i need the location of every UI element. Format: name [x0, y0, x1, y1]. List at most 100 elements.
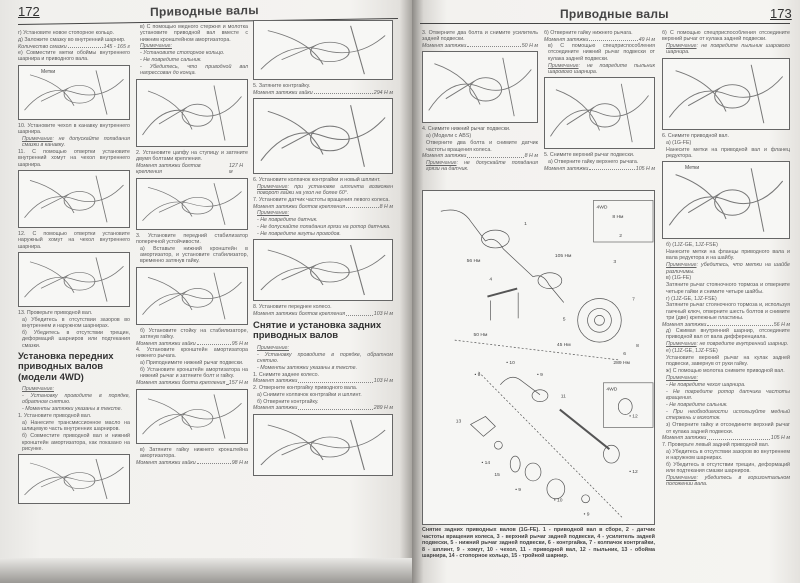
paragraph: б) Установите кронштейн амортизатора на … — [140, 367, 248, 380]
note-text: : не повредите пыльник шарового шарнира. — [548, 62, 655, 75]
paragraph: 12. С помощью отвертки установите наружн… — [18, 230, 130, 250]
exploded-diagram: 1 2 3 4 5 6 7 8 • 9 • 10 • 9 11 • 12 13 … — [422, 190, 655, 525]
page-left: 172 Приводные валы г) Установите новое с… — [0, 0, 412, 583]
note: Примечание: — [18, 386, 130, 392]
inset-label: 4WD — [596, 204, 607, 210]
torque-value: 103 Н м — [373, 378, 393, 385]
note: - Не повредите сальник. — [136, 57, 248, 63]
torque-label: Количество смазки — [18, 43, 67, 50]
torque-value: 105 Н м — [635, 166, 655, 173]
illustration — [253, 413, 393, 476]
note-label: Примечание: — [140, 43, 172, 50]
column: 5. Затяните контргайку.Момент затяжки га… — [253, 18, 393, 563]
note: Примечание: при установке шплинта возмож… — [253, 184, 393, 197]
paragraph: в) С помощью спецприспособления отсоедин… — [548, 43, 655, 62]
diagram-drawing: 1 2 3 4 5 6 7 8 • 9 • 10 • 9 11 • 12 13 … — [440, 200, 654, 519]
diagram-label: • 9 — [475, 372, 481, 378]
note: Примечание: — [253, 210, 393, 216]
note: - При необходимости используйте медный с… — [662, 409, 790, 422]
paragraph: в) С помощью медного стержня и молотка у… — [140, 24, 248, 43]
torque-value: 98 Н м — [231, 459, 248, 466]
paragraph: Затяните рычаг стояночного тормоза и, ис… — [666, 302, 790, 321]
paragraph: Отверните два болта и снимите датчик час… — [426, 140, 538, 153]
diagram-label: 3 — [613, 259, 616, 265]
page-edge-shadow — [0, 558, 412, 583]
paragraph: 4. Установите кронштейн амортизатора ниж… — [136, 347, 248, 360]
paragraph: з) Отверните гайку и отсоедините верхний… — [666, 422, 790, 435]
illustration — [136, 266, 248, 325]
note: Примечание: — [253, 345, 393, 351]
illustration-drawing — [668, 168, 784, 232]
paragraph: 5. Затяните контргайку. — [253, 83, 311, 89]
note-text: : при установке шплинта возможен поворот… — [257, 184, 393, 197]
torque-label: Момент затяжки — [544, 166, 589, 173]
diagram-label: 2 — [619, 233, 622, 239]
illustration — [18, 169, 130, 228]
running-header: Приводные валы — [560, 7, 669, 21]
note: - Убедитесь, что приводной вал напрессов… — [136, 64, 248, 77]
note-text: - Моменты затяжки указаны в тексте. — [257, 364, 358, 371]
note-label: Примечание: — [22, 386, 54, 393]
illustration — [253, 239, 393, 302]
note-text: : убедитесь в горизонтальном положении в… — [666, 475, 790, 488]
leader-dots — [707, 435, 770, 440]
paragraph: 8. Установите переднее колесо. — [253, 304, 332, 311]
note-text: : не повредите пыльник шарового шарнира. — [666, 43, 790, 56]
note-text: : не повредите внутренний шарнир. — [696, 341, 789, 348]
paragraph: д) Заложите смазку во внутренний шарнир. — [18, 36, 126, 43]
torque-label: Момент затяжки — [422, 43, 467, 50]
torque-label: Момент затяжки гайки — [253, 89, 313, 96]
leader-dots — [196, 341, 231, 346]
note-text: - Не повредите сальник. — [666, 402, 728, 409]
paragraph: 2. Отверните контргайку приводного вала. — [253, 384, 358, 391]
paragraph: б) Установите стойку на стабилизаторе, з… — [140, 327, 248, 340]
torque-label: 50 Нм — [474, 332, 488, 338]
diagram-label: • 9 — [584, 512, 590, 518]
leader-dots — [467, 43, 521, 48]
paragraph: а) (Модели с ABS) — [426, 133, 472, 140]
column: г) Установите новое стопорное кольцо.д) … — [18, 30, 130, 560]
paragraph: 6. Снимите приводной вал. — [662, 132, 729, 139]
note: Примечание: — [136, 43, 248, 49]
illustration — [422, 51, 538, 124]
diagram-label: • 12 — [629, 469, 638, 475]
note: Примечание: не допускайте попадания гряз… — [422, 160, 538, 173]
paragraph: а) Отверните гайку верхнего рычага. — [548, 159, 639, 166]
paragraph: а) Приподнимите нижний рычаг подвески. — [140, 360, 244, 367]
torque-label: 56 Нм — [467, 258, 481, 264]
column: б) Отверните гайку нижнего рычага.Момент… — [544, 30, 655, 188]
illustration-drawing — [260, 245, 386, 296]
diagram-label: • 12 — [629, 413, 638, 419]
diagram-label: 13 — [456, 418, 462, 424]
illustration — [253, 20, 393, 80]
note-text: - Не повредите датчик. — [257, 217, 318, 224]
note-label: Примечание: — [257, 344, 289, 351]
illustration — [662, 57, 790, 130]
paragraph: б) Убедитесь в отсутствии трещин, деформ… — [666, 461, 790, 475]
figure-caption: Снятие задних приводных валов (1G-FE). 1… — [422, 527, 655, 560]
note-label: Примечание — [426, 159, 457, 166]
column: в) С помощью медного стержня и молотка у… — [136, 24, 248, 564]
illustration-drawing — [260, 105, 386, 168]
torque-label: 105 Нм — [555, 253, 572, 259]
paragraph: б) Совместите приводной вал и нижний кро… — [22, 433, 130, 452]
paragraph: в) Затяните гайку нижнего кронштейна амо… — [140, 446, 248, 459]
torque-label: Момент затяжки — [544, 36, 589, 43]
diagram-label: 5 — [563, 316, 566, 322]
leader-dots — [226, 380, 228, 385]
note-text: - Не повредите жгуты проводов. — [257, 231, 341, 238]
note-label: Примечание — [22, 135, 53, 142]
note-label: Примечание — [666, 475, 697, 482]
paragraph: а) Нанесите трансмиссионное масло на шли… — [22, 420, 130, 433]
leader-dots — [346, 311, 373, 316]
note-label: Примечание — [666, 43, 697, 50]
torque-spec: Момент затяжки 105 Н м — [544, 166, 655, 172]
paragraph: 4. Снимите нижний рычаг подвески. — [422, 126, 511, 133]
paragraph: 11. С помощью отвертки установите внутре… — [18, 149, 130, 168]
torque-label: Момент затяжки — [662, 321, 707, 328]
